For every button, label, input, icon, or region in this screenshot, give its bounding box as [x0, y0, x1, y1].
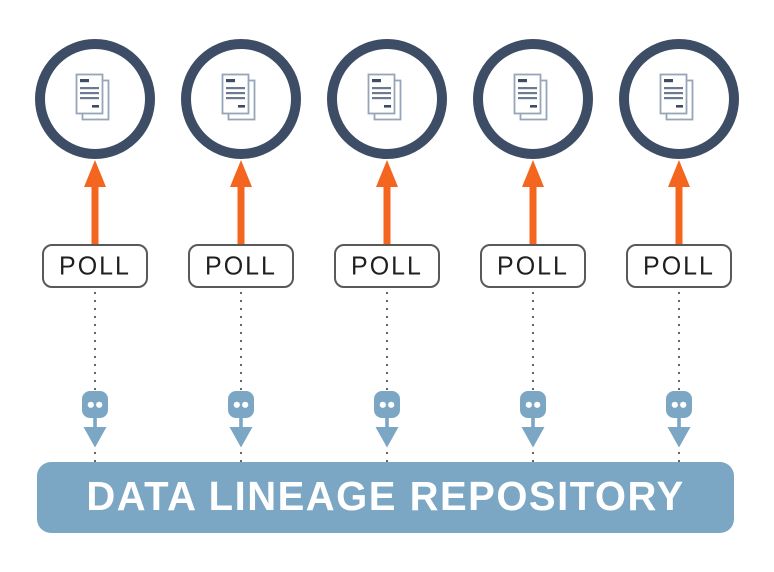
- dotted-connector: [240, 292, 242, 462]
- poll-box: POLL: [188, 244, 294, 288]
- arrow-up-icon: [376, 160, 398, 244]
- source-column: POLL: [606, 39, 752, 462]
- poll-label: POLL: [351, 250, 423, 281]
- arrow-up-icon: [84, 160, 106, 244]
- plug-arrow-down-icon: [374, 391, 400, 448]
- source-column: POLL: [168, 39, 314, 462]
- dotted-connector: [386, 292, 388, 462]
- document-icon: [367, 73, 401, 121]
- poll-box: POLL: [480, 244, 586, 288]
- source-node-circle: [473, 39, 593, 159]
- document-icon: [659, 73, 693, 121]
- poll-label: POLL: [205, 250, 277, 281]
- document-icon: [221, 73, 255, 121]
- poll-label: POLL: [59, 250, 131, 281]
- source-columns: POLL POLL: [22, 39, 752, 462]
- arrow-up-icon: [668, 160, 690, 244]
- plug-arrow-down-icon: [666, 391, 692, 448]
- source-column: POLL: [460, 39, 606, 462]
- poll-box: POLL: [626, 244, 732, 288]
- poll-label: POLL: [643, 250, 715, 281]
- repository-banner: DATA LINEAGE REPOSITORY: [37, 462, 734, 533]
- source-node-circle: [35, 39, 155, 159]
- source-column: POLL: [22, 39, 168, 462]
- source-node-circle: [619, 39, 739, 159]
- dotted-connector: [94, 292, 96, 462]
- poll-label: POLL: [497, 250, 569, 281]
- document-icon: [513, 73, 547, 121]
- poll-box: POLL: [334, 244, 440, 288]
- arrow-up-icon: [230, 160, 252, 244]
- source-node-circle: [327, 39, 447, 159]
- plug-arrow-down-icon: [228, 391, 254, 448]
- arrow-up-icon: [522, 160, 544, 244]
- plug-arrow-down-icon: [82, 391, 108, 448]
- dotted-connector: [678, 292, 680, 462]
- dotted-connector: [532, 292, 534, 462]
- poll-box: POLL: [42, 244, 148, 288]
- plug-arrow-down-icon: [520, 391, 546, 448]
- repository-label: DATA LINEAGE REPOSITORY: [86, 474, 685, 520]
- document-icon: [75, 73, 109, 121]
- source-column: POLL: [314, 39, 460, 462]
- source-node-circle: [181, 39, 301, 159]
